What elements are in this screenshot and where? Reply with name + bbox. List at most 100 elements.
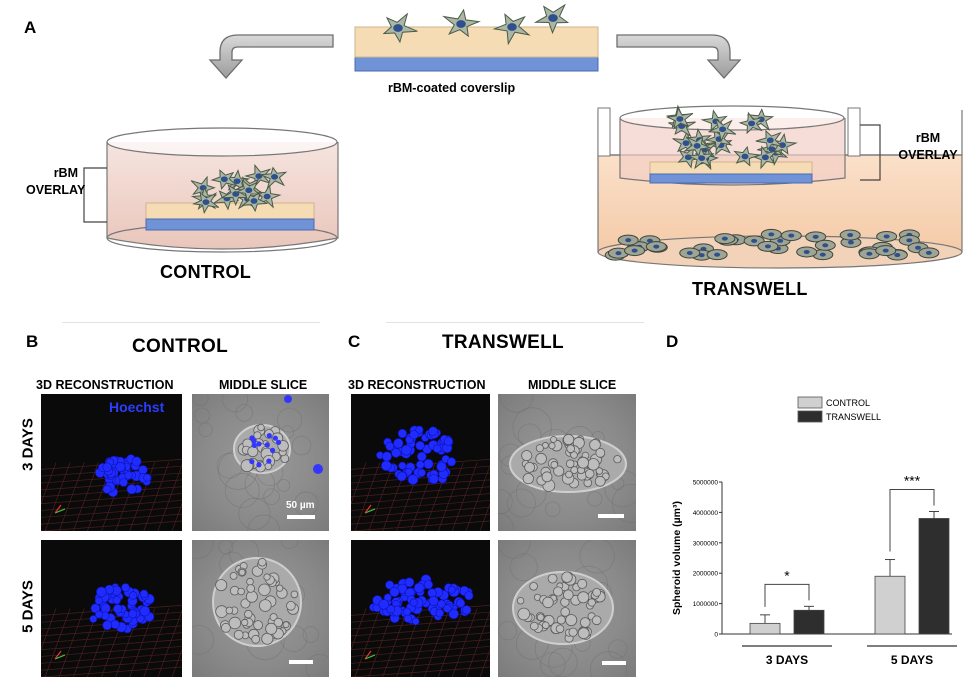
control-label: CONTROL (160, 262, 252, 282)
cell-nucleus (263, 193, 271, 200)
cell-nucleus (250, 198, 258, 204)
micro-c-slice-3days (498, 394, 636, 531)
coverslip-top (354, 26, 599, 72)
nucleus (138, 465, 148, 475)
grid-line (479, 502, 490, 531)
nucleus (143, 473, 152, 482)
y-tick-label: 3000000 (693, 540, 719, 547)
nucleus (393, 438, 404, 449)
background-cell (507, 488, 536, 518)
legend-swatch-transwell (797, 410, 823, 423)
cell-nucleus (255, 173, 263, 179)
nucleus (128, 591, 138, 600)
panel-c-title: TRANSWELL (442, 332, 564, 353)
spheroid-cell (247, 446, 259, 458)
nucleus (380, 460, 392, 471)
grid-line (129, 462, 156, 531)
nucleus (417, 451, 427, 462)
cell-nucleus (245, 187, 253, 194)
nucleus (409, 598, 418, 607)
control-dish (83, 127, 339, 253)
y-tick-label: 0 (714, 632, 718, 639)
bottom-cell-nucleus (615, 251, 622, 256)
nucleus (119, 478, 128, 487)
nucleus (447, 585, 456, 594)
grid-line (143, 608, 170, 677)
background-cell (192, 625, 215, 655)
grid-line (41, 625, 182, 637)
panel-a-letter: A (24, 18, 37, 37)
bottom-cell-nucleus (847, 233, 854, 238)
bottom-cell-nucleus (847, 240, 854, 245)
background-cell (192, 394, 209, 406)
grid-line (351, 472, 490, 484)
background-cell (498, 620, 518, 641)
spheroid-cell (524, 462, 536, 473)
grid-line (351, 462, 367, 505)
significance-bracket (889, 488, 935, 552)
grid-line (351, 618, 490, 630)
nucleus (427, 588, 437, 598)
spheroid-cell (570, 466, 579, 474)
axis-indicator (54, 650, 62, 660)
grid-line (351, 513, 490, 525)
spheroid-cell (221, 622, 231, 633)
spheroid-cell (215, 579, 228, 592)
background-cell (498, 489, 513, 515)
grid-line (351, 639, 490, 650)
nucleus (436, 461, 447, 472)
row-label-5days: 5 DAYS (19, 580, 37, 633)
spheroid-cell (225, 606, 234, 615)
spheroid-cell (259, 599, 272, 612)
nucleus (139, 605, 151, 617)
spheroid-cell (566, 444, 575, 454)
grid-line (101, 608, 127, 677)
background-cell (222, 394, 249, 413)
spheroid-cell (541, 471, 553, 483)
spheroid-cell (273, 617, 284, 628)
bottom-cell-nucleus (686, 251, 693, 256)
grid-line (465, 464, 490, 531)
spheroid-cell (240, 598, 251, 609)
row-label-3days: 3 DAYS (19, 418, 37, 471)
spheroid-cell (215, 605, 228, 618)
nucleus (386, 604, 396, 614)
background-cell (277, 407, 303, 433)
transwell-overlay-label: rBM OVERLAY (888, 130, 968, 164)
hoechst-nucleus (264, 442, 270, 448)
background-cell (194, 407, 210, 424)
background-cell (302, 626, 320, 643)
bottom-cell-nucleus (625, 238, 632, 243)
micro-b-3d-5days (41, 540, 182, 677)
spheroid-cell (577, 591, 590, 604)
nucleus (448, 608, 459, 620)
y-tick-label: 4000000 (693, 510, 719, 517)
spheroid-cell (246, 584, 255, 593)
micro-b-slice-3days: 50 µm (192, 394, 329, 531)
spheroid-cell (290, 590, 299, 599)
hoechst-nucleus (249, 458, 255, 465)
arrow-right (616, 34, 742, 79)
bar-control-1 (874, 575, 906, 635)
hoechst-nucleus (256, 462, 262, 468)
panel-c-col-3d: 3D RECONSTRUCTION (348, 378, 486, 392)
cells-control (190, 163, 288, 215)
background-cell (192, 540, 214, 559)
nucleus (110, 619, 120, 629)
nucleus (417, 468, 426, 478)
cell-nucleus (719, 126, 727, 133)
overlay-label-line2: OVERLAY (26, 183, 86, 197)
hoechst-nucleus (251, 438, 257, 444)
panel-b-col-slice: MIDDLE SLICE (219, 378, 308, 392)
grid-line (368, 608, 395, 677)
bottom-cell-nucleus (777, 238, 784, 243)
grid-line (465, 610, 490, 677)
grid-line (41, 493, 182, 504)
bottom-cell-nucleus (721, 236, 728, 241)
background-cell (224, 473, 260, 508)
nucleus (403, 614, 412, 623)
grid-line (351, 625, 490, 637)
spheroid-cell (553, 586, 564, 597)
background-cell (218, 540, 234, 555)
cell-nucleus (741, 153, 749, 160)
